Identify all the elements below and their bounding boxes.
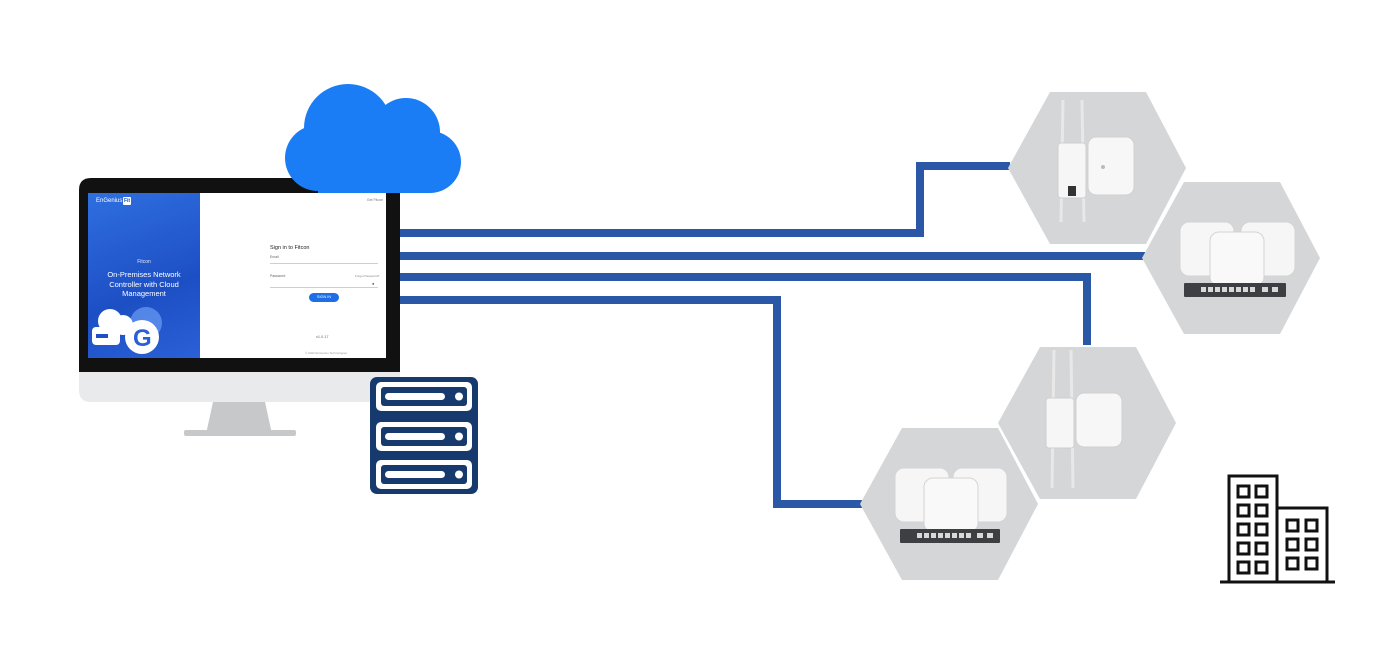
copyright-text: © 2022 EnGenius Technologies [305, 351, 348, 355]
version-text: v1.0.17 [316, 335, 329, 339]
login-screen: EnGenius Fit Fitcon On-Premises Network … [88, 193, 386, 358]
ap-switch-group-right [1179, 221, 1296, 297]
brand-badge: Fit [123, 197, 131, 205]
ap-switch-group-bottom [894, 467, 1008, 543]
outdoor-ap-icon-mid [1045, 349, 1123, 489]
password-label: Password [270, 274, 286, 278]
connection-lines [398, 162, 1145, 508]
cloud-icon [285, 84, 461, 193]
sign-in-button[interactable]: SIGN IN [309, 293, 339, 302]
forgot-password-link[interactable]: Forgot Password? [355, 274, 380, 278]
building-icon [1220, 474, 1335, 584]
hero-panel: EnGenius Fit Fitcon On-Premises Network … [88, 193, 200, 358]
outdoor-ap-icon-top [1057, 99, 1135, 223]
password-field[interactable] [270, 287, 378, 288]
hero-headline-1: On-Premises Network [107, 270, 181, 279]
link-to-ap-switch-bottom [398, 296, 862, 508]
svg-text:G: G [133, 325, 152, 352]
cloud-g-icon: G [92, 307, 162, 354]
get-product-link[interactable]: Get Fitcon [366, 198, 383, 202]
email-field[interactable] [270, 263, 378, 264]
email-label: Email [270, 255, 279, 259]
link-to-outdoor-ap-mid [398, 273, 1091, 345]
login-form-panel: Get Fitcon Sign in to Fitcon Email Passw… [200, 193, 386, 358]
hero-product-name: Fitcon [137, 259, 151, 265]
server-rack-icon [370, 377, 478, 494]
brand-logo: EnGenius [96, 198, 123, 204]
show-password-icon[interactable]: ● [372, 281, 375, 286]
hero-headline-2: Controller with Cloud Management [109, 280, 179, 298]
link-to-outdoor-ap-top [398, 162, 1010, 237]
form-title: Sign in to Fitcon [270, 245, 310, 251]
